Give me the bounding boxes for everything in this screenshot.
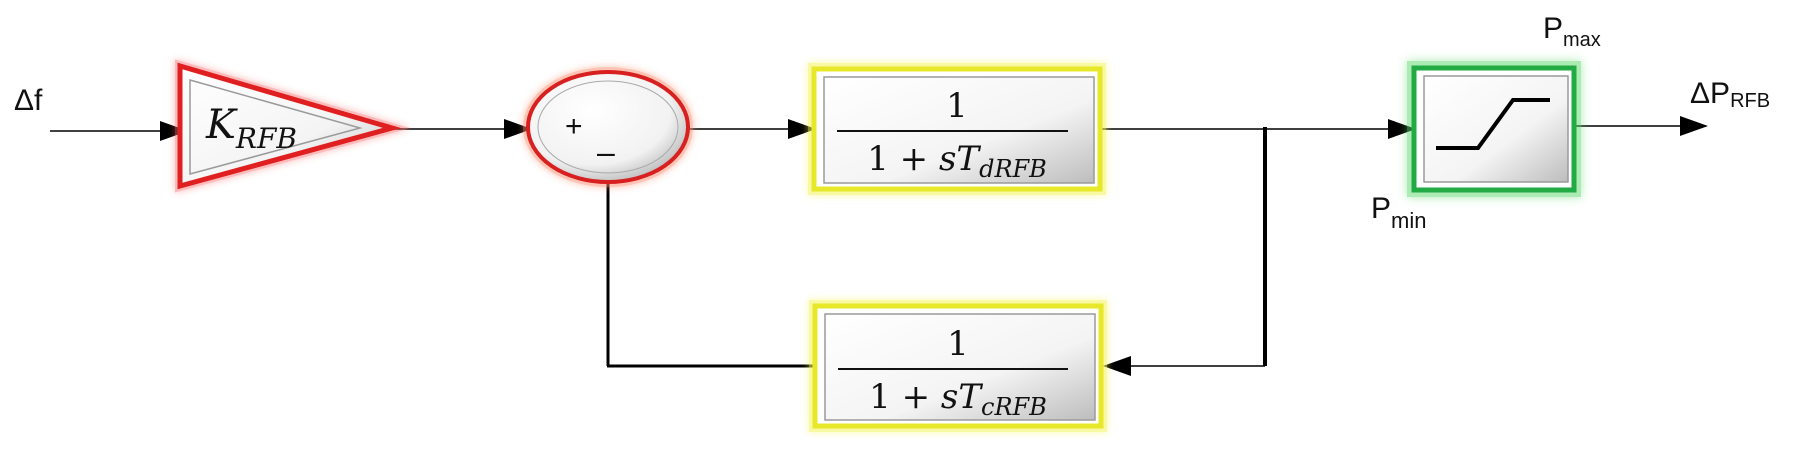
feedback-denominator: 1 + sTcRFB xyxy=(869,377,1047,421)
plus-sign: + xyxy=(565,110,583,143)
limiter-block[interactable] xyxy=(1407,61,1581,197)
forward-denominator: 1 + sTdRFB xyxy=(867,139,1047,183)
minus-sign: – xyxy=(597,134,615,170)
pmax-label: Pmax xyxy=(1543,12,1601,51)
feedback-numerator: 1 xyxy=(947,324,969,364)
pmin-label: Pmin xyxy=(1371,192,1426,233)
gain-label: KRFB xyxy=(205,102,297,155)
forward-transfer-function-block[interactable]: 1 1 + sTdRFB xyxy=(808,63,1106,195)
saturation-icon xyxy=(1436,98,1550,150)
forward-numerator: 1 xyxy=(946,86,968,126)
input-signal-label: Δf xyxy=(14,84,43,117)
feedback-transfer-function-block[interactable]: 1 1 + sTcRFB xyxy=(809,300,1107,432)
output-signal-label: ΔPRFB xyxy=(1690,77,1770,112)
gain-block[interactable]: KRFB xyxy=(175,59,411,193)
summing-junction[interactable]: + – xyxy=(523,67,693,187)
